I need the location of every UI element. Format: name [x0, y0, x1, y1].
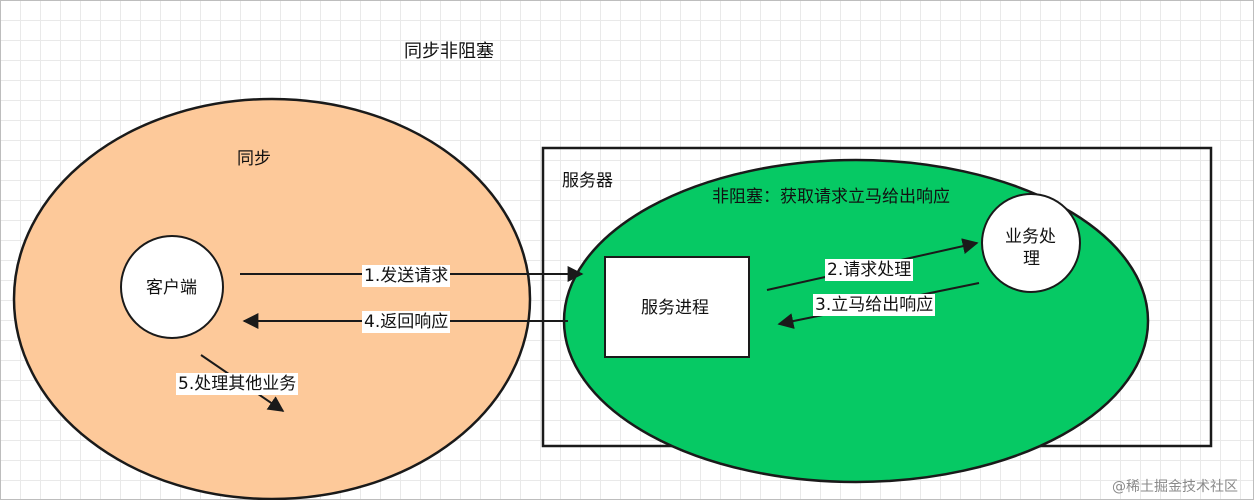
process-label: 服务进程 — [641, 298, 709, 318]
sync-ellipse — [12, 97, 532, 500]
client-circle — [120, 235, 224, 339]
process-box — [604, 256, 750, 358]
diagram-title: 同步非阻塞 — [404, 41, 494, 62]
client-label: 客户端 — [146, 278, 197, 298]
label-respond-immediately: 3.立马给出响应 — [813, 294, 936, 316]
nonblocking-label: 非阻塞：获取请求立马给出响应 — [712, 187, 950, 207]
watermark: @稀土掘金技术社区 — [1112, 479, 1238, 495]
business-label-line1: 业务处 — [1005, 227, 1056, 247]
label-other-business: 5.处理其他业务 — [176, 373, 299, 395]
business-label-line2: 理 — [1023, 249, 1040, 269]
sync-label: 同步 — [237, 149, 271, 169]
label-return-response: 4.返回响应 — [362, 311, 451, 333]
server-label: 服务器 — [562, 171, 613, 191]
label-send-request: 1.发送请求 — [362, 265, 451, 287]
label-handle-request: 2.请求处理 — [825, 259, 914, 281]
business-circle — [981, 193, 1081, 293]
